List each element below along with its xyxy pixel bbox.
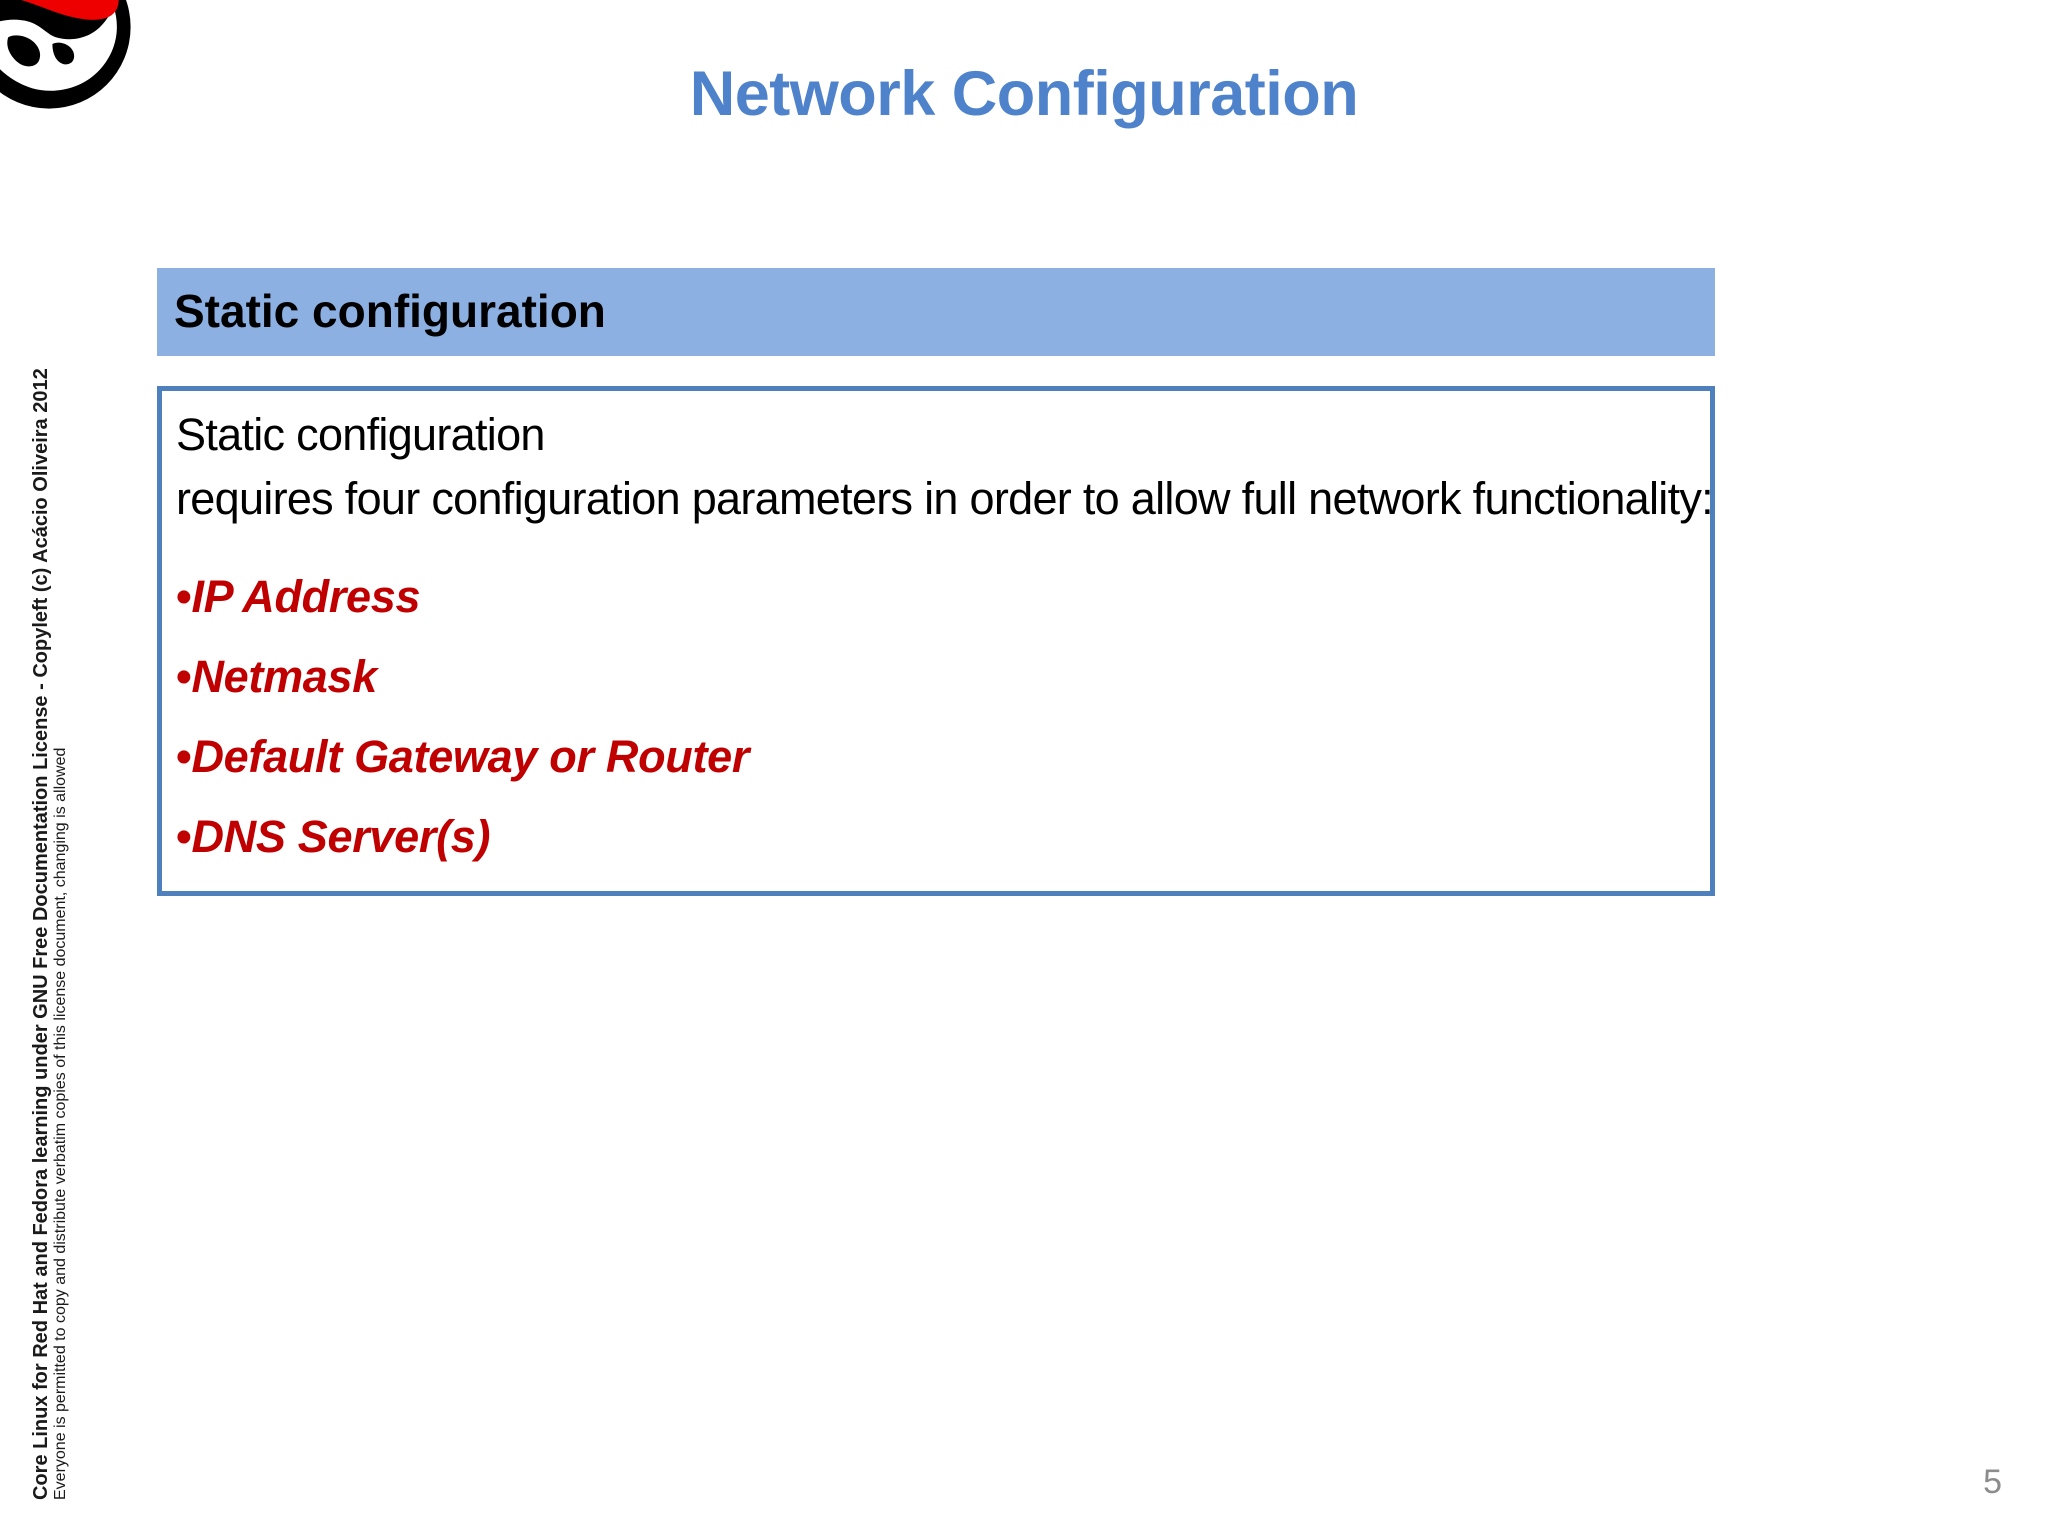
bullet-list-spacer [176,531,1700,557]
paragraph-line-2: requires four configuration parameters i… [176,473,1714,524]
bullet-icon: • [176,571,192,622]
list-item-label: Default Gateway or Router [191,731,750,782]
bullet-icon: • [176,731,192,782]
section-header-label: Static configuration [174,284,606,337]
paragraph-line-1: Static configuration [176,409,545,460]
license-main-text: Core Linux for Red Hat and Fedora learni… [30,368,52,1500]
list-item-label: DNS Server(s) [191,811,491,862]
page-number: 5 [1983,1463,2002,1501]
list-item: •Netmask [176,637,1700,717]
shadowman-icon [0,0,131,109]
page-title: Network Configuration [689,59,1359,129]
bullet-icon: • [176,651,192,702]
list-item: •DNS Server(s) [176,797,1700,877]
list-item: •IP Address [176,557,1700,637]
content-inner: Static configuration requires four confi… [176,403,1714,877]
list-item: •Default Gateway or Router [176,717,1700,797]
red-hat-shadowman-logo [0,0,134,112]
bullet-icon: • [176,811,192,862]
content-box: Static configuration requires four confi… [157,386,1715,896]
list-item-label: Netmask [191,651,377,702]
license-sub-text: Everyone is permitted to copy and distri… [52,747,69,1500]
section-header-bar: Static configuration [157,268,1715,356]
license-sidebar: Core Linux for Red Hat and Fedora learni… [0,0,69,1536]
list-item-label: IP Address [191,571,421,622]
